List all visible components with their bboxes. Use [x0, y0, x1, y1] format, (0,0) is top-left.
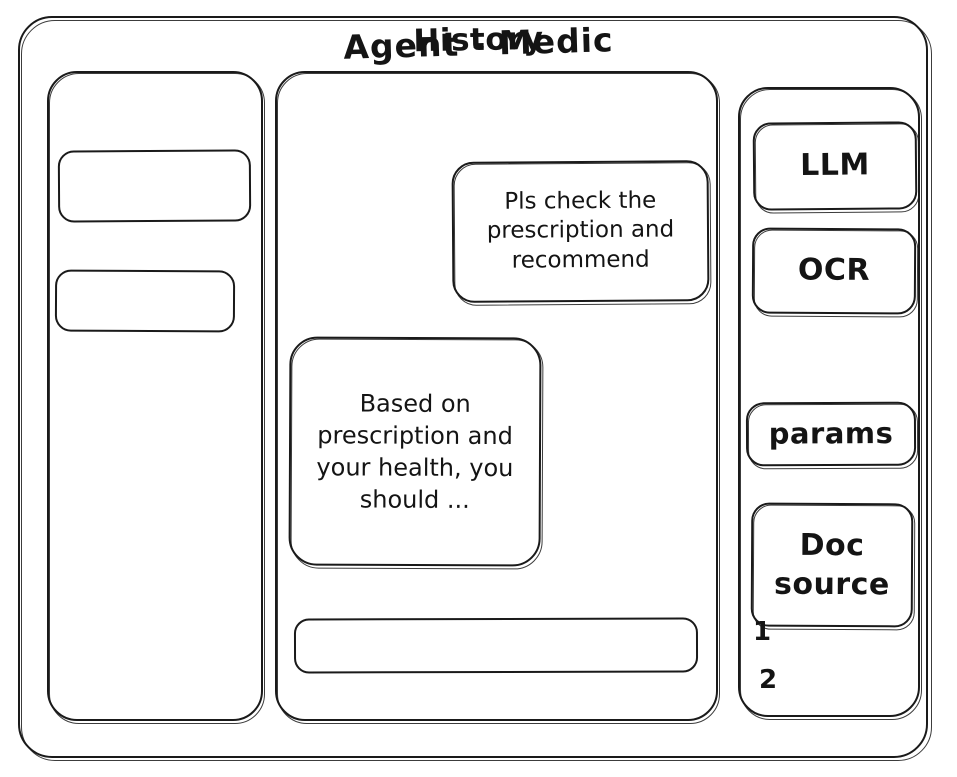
history-list-item[interactable] — [58, 149, 251, 222]
tool-button-params[interactable]: params — [746, 402, 916, 467]
message-input-value — [294, 645, 698, 646]
history-item-label — [58, 185, 251, 186]
tool-button-llm-label: LLM — [800, 147, 870, 184]
tool-button-ocr-label: OCR — [797, 252, 871, 288]
tool-button-llm[interactable]: LLM — [753, 121, 918, 210]
message-input[interactable] — [294, 617, 698, 673]
doc-source-list-item[interactable]: 2 — [759, 665, 778, 695]
doc-source-list-item[interactable]: 1 — [753, 617, 772, 647]
chat-bubble-user-text: Pls check the prescription and recommend — [486, 187, 675, 274]
chat-bubble-user: Pls check the prescription and recommend — [452, 160, 710, 303]
history-list-item[interactable] — [55, 270, 235, 333]
tool-button-doc-source-label: Doc source — [773, 527, 890, 603]
tool-button-doc-source[interactable]: Doc source — [751, 503, 914, 628]
tool-button-ocr[interactable]: OCR — [752, 227, 917, 314]
chat-bubble-agent-text: Based on prescription and your health, y… — [316, 388, 514, 514]
chat-bubble-agent: Based on prescription and your health, y… — [289, 336, 542, 566]
tool-button-params-label: params — [768, 416, 894, 451]
history-item-label — [55, 301, 235, 302]
